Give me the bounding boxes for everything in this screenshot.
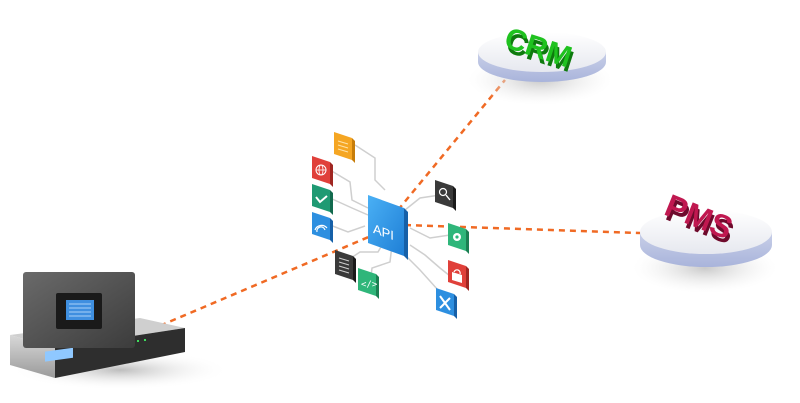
icon-tools: [436, 288, 457, 319]
icon-lock: [448, 260, 469, 291]
crm-node: CRM CRM: [468, 22, 612, 105]
icon-document: [334, 132, 355, 163]
pms-node: PMS PMS: [633, 187, 777, 293]
connectors: [149, 79, 641, 332]
api-hub-side: [404, 208, 408, 260]
icon-search: [435, 180, 456, 211]
pms-disc-top: [640, 210, 772, 254]
panel-screen: [66, 300, 94, 320]
connector-api-pms: [404, 223, 641, 235]
rack-unit-face: [55, 328, 185, 378]
connector-device-api: [149, 228, 386, 332]
icon-wifi: [312, 212, 333, 243]
api-hub-face: [368, 195, 404, 256]
crm-disc-top: [478, 32, 606, 72]
svg-text:</>: </>: [361, 280, 378, 290]
icon-gear: [448, 223, 469, 254]
rack-lcd: [45, 347, 73, 362]
icon-list: [335, 250, 356, 283]
icon-globe: [312, 156, 333, 187]
icon-code: </>: [358, 268, 379, 299]
pbx-device: [10, 272, 230, 390]
api-hub: API: [368, 195, 408, 260]
icon-check: [312, 184, 333, 215]
panel-screen-lines: [69, 303, 91, 317]
